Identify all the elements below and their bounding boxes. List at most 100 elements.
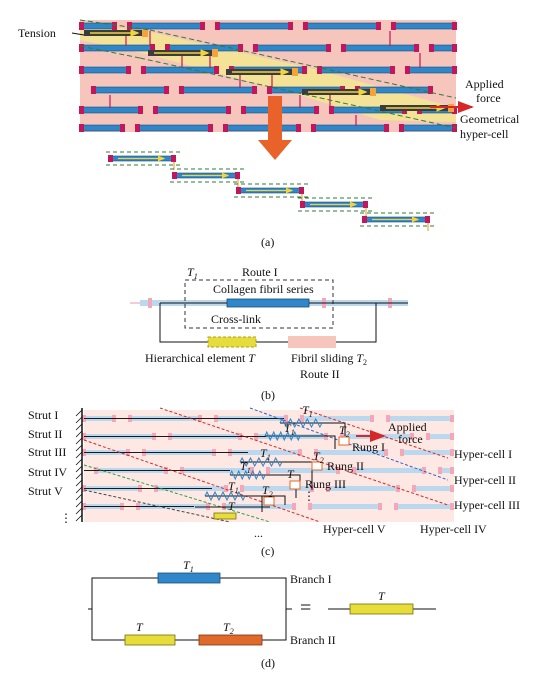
panel-a: Tension Applied force Geometrical hyper-…: [18, 19, 520, 249]
t1-second: T1: [284, 421, 295, 437]
fibril-end-cap: [141, 66, 146, 74]
faded-end-cap: [298, 449, 302, 456]
t-element: [213, 512, 237, 520]
fibril-end-cap: [311, 124, 316, 132]
hierarchical-element-box: [207, 336, 257, 348]
applied-c-2: force: [398, 432, 423, 446]
fibril-end-cap: [329, 106, 334, 114]
fibril-end-cap: [112, 22, 117, 30]
hierarchical-label: Hierarchical element T: [145, 351, 256, 365]
faded-fibril: [310, 504, 380, 509]
rung1-box: [338, 436, 350, 446]
rung3-box: [289, 480, 301, 490]
ellipsis-mid: ⋮: [303, 489, 315, 503]
fibril-sliding-box: [288, 336, 336, 348]
fibril-end-cap: [208, 124, 213, 132]
fibril: [137, 124, 211, 132]
faded-end-cap: [266, 467, 270, 474]
faded-fibril: [402, 450, 452, 455]
fibril-end-cap: [452, 22, 457, 30]
fibril: [393, 22, 455, 30]
rung-label-2: Rung II: [327, 459, 364, 473]
route2-label: Route II: [300, 367, 340, 381]
faded-end-cap: [250, 467, 254, 474]
faded-fibril: [242, 486, 312, 491]
fibril-end-cap: [226, 106, 231, 114]
panel-c: Applied force T1 T1 T2 T1 T2 T1 T T1 T2 …: [28, 403, 520, 558]
faded-fibril: [230, 450, 300, 455]
faded-end-cap: [422, 467, 426, 474]
equals-sign: =: [300, 597, 311, 619]
t-box-d: [124, 634, 176, 646]
hypercell-label-2: hyper-cell: [460, 127, 509, 141]
faded-fibril: [396, 504, 452, 509]
collagen-fibril: [226, 298, 310, 308]
applied-label-1: Applied: [465, 77, 504, 91]
fibril-end-cap: [165, 44, 170, 52]
fibril-array: [79, 22, 457, 132]
faded-end-cap: [400, 449, 404, 456]
fibril-end-cap: [452, 44, 457, 52]
fibril-end-cap: [138, 106, 143, 114]
t1-fourth: T1: [240, 459, 251, 475]
faded-end-cap: [240, 485, 244, 492]
t2-third: T2: [262, 483, 273, 499]
fibril-end-cap: [238, 44, 243, 52]
fibril-end-cap: [399, 124, 404, 132]
fibril-end-cap: [363, 201, 368, 208]
fibril-end-cap: [302, 66, 307, 74]
t2-second: T2: [313, 449, 324, 465]
t1-third: T1: [260, 446, 271, 462]
fibril-end-cap: [164, 86, 169, 94]
wall-hatch: [75, 409, 83, 522]
fibril-end-cap: [150, 44, 155, 52]
faded-fibril: [268, 468, 338, 473]
faded-end-cap: [224, 485, 228, 492]
strut-label: ⋮: [60, 511, 72, 525]
faded-fibril: [440, 468, 452, 473]
fibril-end-cap: [405, 66, 410, 74]
t2-label-d: T2: [223, 620, 234, 636]
fibril: [343, 44, 417, 52]
strut-label: Strut I: [28, 408, 58, 422]
t-mid: T: [287, 467, 295, 481]
parallel-wires: [88, 577, 436, 641]
hypercell-dashes: [79, 19, 457, 129]
fibril-end-cap: [79, 66, 84, 74]
faded-end-cap: [300, 415, 304, 422]
fibril-end-cap: [303, 22, 308, 30]
strut-label: Strut IV: [28, 465, 67, 479]
ladder-wires: [195, 422, 346, 512]
rung4-box: [263, 496, 275, 506]
route1-label: Route I: [242, 265, 278, 279]
fibril: [217, 22, 291, 30]
faded-end-cap: [450, 449, 454, 456]
down-arrow-head: [258, 140, 292, 160]
faded-end-cap: [308, 503, 312, 510]
fibril-end-cap: [79, 106, 84, 114]
faded-end-cap: [378, 503, 382, 510]
fibril-end-cap: [384, 124, 389, 132]
fibril-end-cap: [452, 66, 457, 74]
crosslink-label: Cross-link: [211, 312, 261, 326]
t2-top: T2: [339, 423, 350, 439]
fibril-end-cap: [376, 22, 381, 30]
fibril: [431, 44, 455, 52]
branch2-label: Branch II: [290, 633, 336, 647]
fibril: [81, 106, 141, 114]
fibril-end-cap: [414, 44, 419, 52]
applied-c-1: Applied: [388, 420, 427, 434]
fibril-end-cap: [288, 22, 293, 30]
fibril-end-cap: [214, 66, 219, 74]
t-eq-label: T: [378, 589, 386, 603]
crosslink-node: [292, 68, 298, 76]
hypercell-label-ii: Hyper-cell II: [454, 473, 516, 487]
fibril-end-cap: [120, 124, 125, 132]
caption-d: (d): [261, 656, 275, 670]
faded-end-cap: [314, 449, 318, 456]
fibril: [81, 22, 115, 30]
fibril-end-cap: [296, 124, 301, 132]
fibril-end-cap: [428, 86, 433, 94]
fibril: [181, 86, 255, 94]
down-arrow-shaft: [268, 96, 282, 142]
